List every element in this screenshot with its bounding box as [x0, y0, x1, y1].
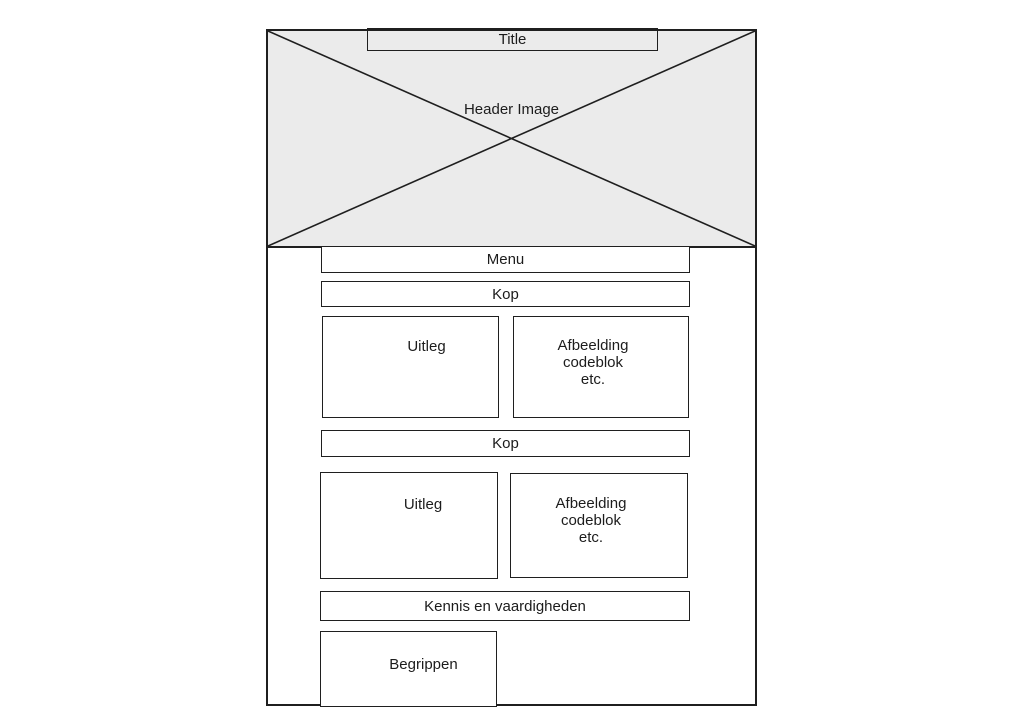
skills-label: Kennis en vaardigheden — [424, 597, 586, 615]
menu-bar[interactable]: Menu — [321, 246, 690, 273]
header-image-label: Header Image — [463, 101, 560, 118]
section2-heading-label: Kop — [492, 435, 519, 452]
terms-label: Begrippen — [389, 656, 458, 673]
section1-explain-box[interactable]: Uitleg — [322, 316, 499, 418]
menu-label: Menu — [486, 251, 525, 268]
section1-media-line: etc. — [580, 371, 606, 388]
title-label: Title — [498, 31, 527, 48]
title-box[interactable]: Title — [367, 28, 658, 51]
skills-bar[interactable]: Kennis en vaardigheden — [320, 591, 690, 621]
header-image-placeholder[interactable]: Header Image — [266, 29, 757, 248]
section1-media-line: codeblok — [562, 354, 624, 371]
terms-box[interactable]: Begrippen — [320, 631, 497, 707]
section2-heading-bar[interactable]: Kop — [321, 430, 690, 457]
section1-media-box[interactable]: Afbeelding codeblok etc. — [513, 316, 689, 418]
image-crossout-x-icon — [268, 31, 755, 246]
section1-heading-bar[interactable]: Kop — [321, 281, 690, 307]
section2-media-box[interactable]: Afbeelding codeblok etc. — [510, 473, 688, 578]
section2-media-line: etc. — [578, 529, 604, 546]
section1-explain-label: Uitleg — [407, 338, 446, 355]
section2-explain-box[interactable]: Uitleg — [320, 472, 498, 579]
section1-media-line: Afbeelding — [557, 337, 629, 354]
section2-explain-label: Uitleg — [403, 496, 443, 513]
section2-media-line: codeblok — [560, 512, 622, 529]
section2-media-line: Afbeelding — [555, 495, 627, 512]
section1-heading-label: Kop — [492, 285, 519, 303]
